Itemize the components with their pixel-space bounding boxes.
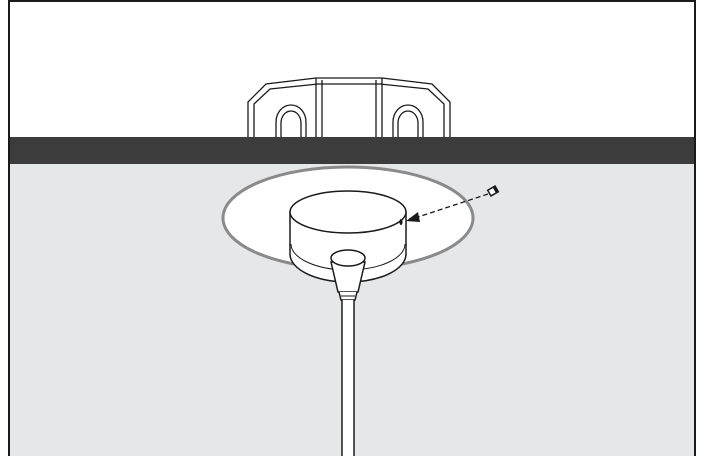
suspension-cord (341, 300, 355, 456)
ceiling-beam (10, 137, 694, 164)
strain-relief (330, 249, 366, 301)
knockout-right (392, 104, 424, 140)
junction-box (247, 77, 451, 141)
knockout-left (275, 104, 307, 140)
set-screw (486, 185, 500, 197)
frame-border (8, 0, 696, 456)
canopy-cup (289, 190, 407, 283)
dashed-arrow (406, 193, 489, 222)
screw-hole (399, 219, 403, 225)
